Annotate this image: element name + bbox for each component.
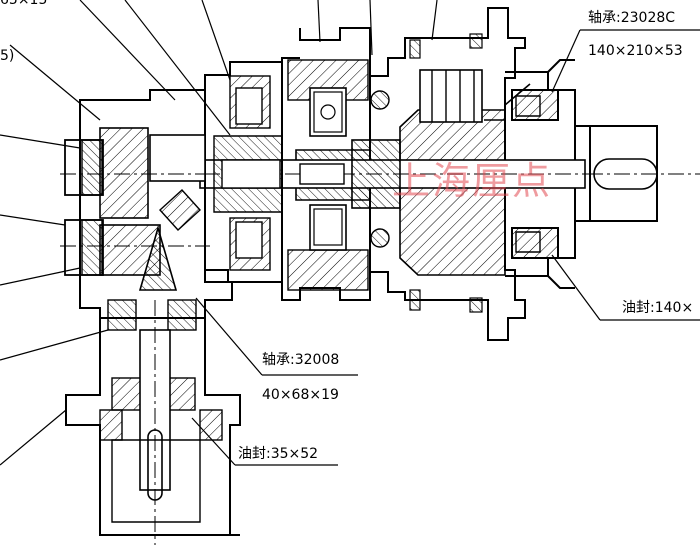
label-seal-right: 油封:140× bbox=[622, 300, 694, 316]
first-stage-housing bbox=[204, 61, 283, 283]
label-seal-bottom: 油封:35×52 bbox=[238, 446, 319, 462]
right-end-cap bbox=[505, 59, 576, 289]
label-bearing-mid-size: 40×68×19 bbox=[262, 387, 339, 403]
label-bearing-mid: 轴承:32008 bbox=[262, 352, 340, 368]
main-housing bbox=[369, 7, 531, 341]
bevel-housing bbox=[60, 89, 233, 319]
label-bearing-top: 轴承:23028C bbox=[588, 10, 676, 26]
label-bearing-top-size: 140×210×53 bbox=[588, 43, 683, 59]
input-housing bbox=[65, 299, 241, 545]
leader-lines bbox=[0, 0, 700, 466]
label-left-cut: 5) bbox=[0, 48, 15, 64]
label-top-cut: 65×15 bbox=[0, 0, 48, 8]
watermark-text: 上海厘点 bbox=[392, 159, 553, 203]
